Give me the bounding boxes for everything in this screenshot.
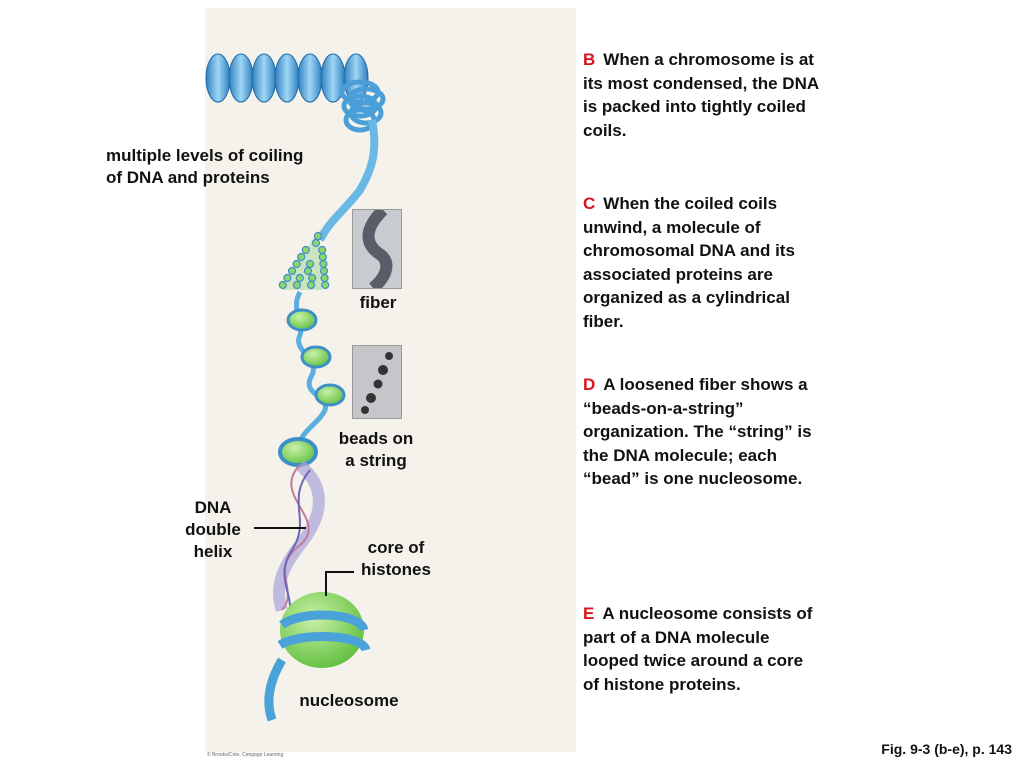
description-text: A nucleosome consists of part of a DNA m…: [583, 604, 813, 694]
description-letter: B: [583, 50, 596, 69]
beads-on-string-label: beads on a string: [338, 429, 414, 470]
beads-micrograph: [352, 345, 402, 419]
beads-on-string-illustration: [278, 290, 346, 467]
core-of-histones-label: core of histones: [361, 538, 431, 579]
nucleosome-label: nucleosome: [299, 691, 399, 710]
fiber-micrograph: [352, 209, 402, 289]
description-letter: E: [583, 604, 595, 623]
dna-double-helix-label: DNA double helix: [185, 498, 241, 561]
description-text: When a chromosome is at its most condens…: [583, 50, 819, 140]
description-letter: D: [583, 375, 596, 394]
figure-reference: Fig. 9-3 (b-e), p. 143: [881, 741, 1012, 757]
coiled-coils-illustration: [205, 53, 386, 242]
dna-double-helix-illustration: [273, 460, 325, 613]
nucleosome-illustration: [264, 592, 371, 722]
fiber-cone-illustration: [278, 230, 330, 290]
histone-leader-line: [325, 571, 354, 596]
fiber-label: fiber: [359, 293, 397, 312]
multiple-levels-label: multiple levels of coiling of DNA and pr…: [106, 146, 304, 187]
description-text: A loosened fiber shows a “beads-on-a-str…: [583, 375, 812, 488]
copyright-text: © Brooks/Cole, Cengage Learning: [207, 752, 284, 758]
description-letter: C: [583, 194, 596, 213]
description-text: When the coiled coils unwind, a molecule…: [583, 194, 795, 331]
